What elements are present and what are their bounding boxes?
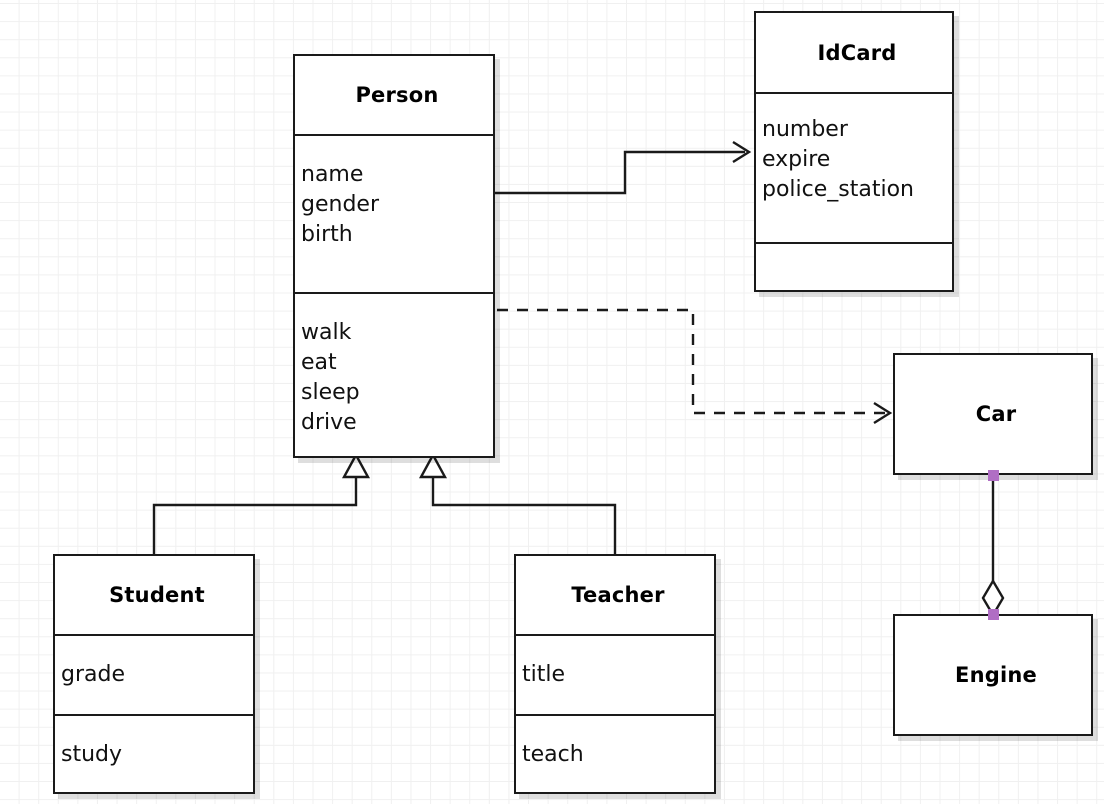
connector-student-person[interactable] [152, 452, 371, 554]
attribute-row: title [522, 662, 566, 687]
class-title-compartment: Student [55, 556, 253, 634]
class-operations-compartment: teach [516, 714, 714, 796]
operation-row: sleep [301, 380, 360, 405]
class-title-compartment: Engine [895, 616, 1091, 734]
class-title-compartment: Teacher [516, 556, 714, 634]
class-operations-compartment: study [55, 714, 253, 796]
class-operations-compartment: walk eat sleep drive [295, 292, 493, 460]
class-name-car: Car [975, 402, 1017, 426]
class-name-person: Person [355, 83, 439, 107]
class-name-teacher: Teacher [571, 583, 665, 607]
attribute-row: number [762, 117, 848, 142]
connector-handle-car[interactable] [988, 470, 999, 481]
class-attributes-compartment: number expire police_station [756, 92, 952, 242]
attribute-row: name [301, 162, 364, 187]
connector-teacher-person[interactable] [418, 452, 617, 554]
class-operations-compartment [756, 242, 952, 294]
class-attributes-compartment: title [516, 634, 714, 714]
class-title-compartment: Car [895, 355, 1091, 473]
class-box-person[interactable]: Person name gender birth walk eat sleep … [293, 54, 495, 458]
class-box-idcard[interactable]: IdCard number expire police_station [754, 11, 954, 292]
class-title-compartment: IdCard [756, 13, 952, 92]
class-title-compartment: Person [295, 56, 493, 134]
connector-person-car[interactable] [497, 308, 893, 425]
operation-row: eat [301, 350, 337, 375]
operation-row: study [61, 742, 123, 767]
class-attributes-compartment: grade [55, 634, 253, 714]
operation-row: drive [301, 410, 357, 435]
class-name-idcard: IdCard [817, 40, 897, 65]
operation-row: walk [301, 320, 352, 345]
connector-person-idcard[interactable] [495, 140, 752, 195]
class-box-car[interactable]: Car [893, 353, 1093, 475]
operation-row: teach [522, 742, 584, 767]
attribute-row: grade [61, 662, 125, 687]
attribute-row: gender [301, 192, 379, 217]
attribute-row: expire [762, 147, 831, 172]
connector-handle-engine[interactable] [988, 609, 999, 620]
class-box-student[interactable]: Student grade study [53, 554, 255, 794]
class-box-teacher[interactable]: Teacher title teach [514, 554, 716, 794]
class-name-engine: Engine [955, 663, 1037, 687]
attribute-row: police_station [762, 177, 914, 202]
connector-car-engine[interactable] [981, 475, 1005, 618]
class-name-student: Student [109, 583, 205, 607]
class-attributes-compartment: name gender birth [295, 134, 493, 292]
attribute-row: birth [301, 222, 353, 247]
class-box-engine[interactable]: Engine [893, 614, 1093, 736]
